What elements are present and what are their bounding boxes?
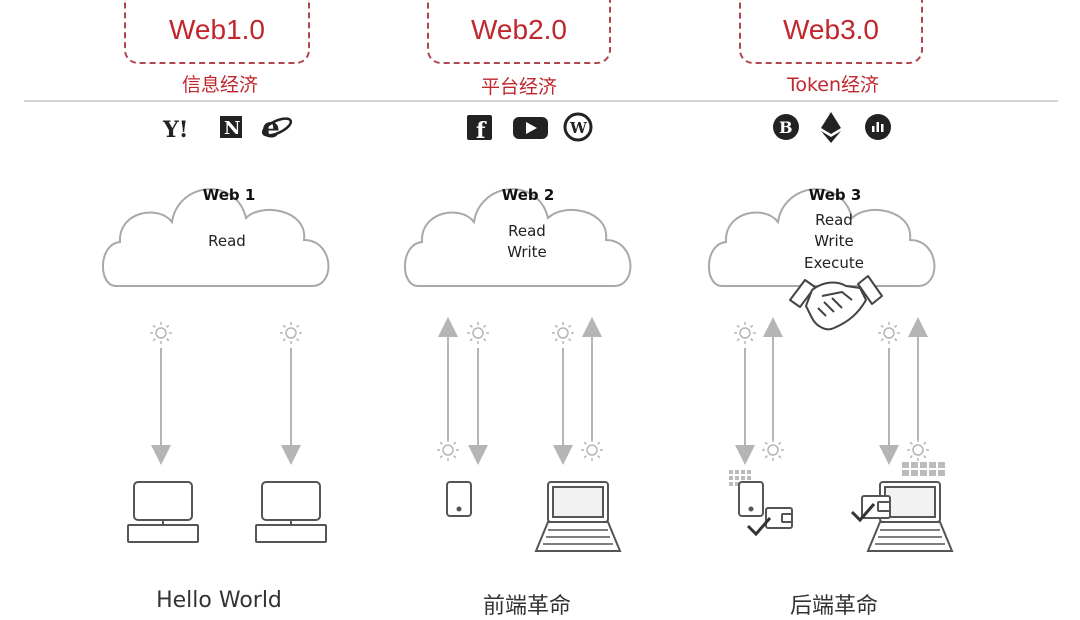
chart-token-icon <box>865 114 891 140</box>
desktop-computer-icon <box>255 481 327 543</box>
web2-era-box: Web2.0 <box>427 0 611 64</box>
signal-icon <box>149 321 173 345</box>
mobile-phone-icon <box>446 481 472 517</box>
signal-icon <box>877 321 901 345</box>
wordpress-glyph: W <box>569 119 588 137</box>
web1-era-label: Web1.0 <box>169 14 265 45</box>
web2-era-label: Web2.0 <box>471 14 567 45</box>
wallet-icon <box>765 507 793 529</box>
facebook-icon: f <box>467 115 492 144</box>
wallet-icon <box>861 495 891 519</box>
web3-era-box: Web3.0 <box>739 0 923 64</box>
diagram-canvas: Y! N e Web 1 Read f W <box>101 111 954 552</box>
signal-icon <box>551 321 575 345</box>
signal-icon <box>436 438 460 462</box>
signal-icon <box>761 438 785 462</box>
youtube-icon <box>513 117 548 139</box>
web2-cloud-title: Web 2 <box>502 186 555 204</box>
web3-cloud-title: Web 3 <box>809 186 862 204</box>
web1-era-box: Web1.0 <box>124 0 310 64</box>
web3-ability-read: Read <box>815 211 853 229</box>
web2-ability-write: Write <box>507 243 547 261</box>
signal-icon <box>580 438 604 462</box>
grid-pattern-icon <box>902 462 945 476</box>
signal-icon <box>466 321 490 345</box>
checkmark-icon <box>746 517 772 537</box>
web1-economy-label: 信息经济 <box>181 74 258 96</box>
signal-icon <box>906 438 930 462</box>
checkmark-icon <box>850 503 876 523</box>
web3-ability-execute: Execute <box>804 254 864 272</box>
web2-bottom-label: 前端革命 <box>482 594 571 619</box>
header-divider <box>24 100 1058 102</box>
facebook-glyph: f <box>476 118 487 144</box>
yahoo-icon: Y! <box>162 117 188 143</box>
signal-icon <box>733 321 757 345</box>
web3-economy-label: Token经济 <box>786 74 880 96</box>
yahoo-glyph: Y! <box>162 117 188 143</box>
laptop-icon <box>866 481 954 552</box>
laptop-icon <box>534 481 622 552</box>
netscape-icon: N <box>220 116 242 139</box>
ethereum-icon <box>821 112 841 143</box>
netscape-glyph: N <box>224 118 240 139</box>
mobile-phone-icon <box>738 481 764 517</box>
web3-bottom-label: 后端革命 <box>789 594 878 619</box>
web2-ability-read: Read <box>508 222 546 240</box>
web1-ability-read: Read <box>208 232 246 250</box>
bitcoin-icon: B <box>773 114 799 140</box>
internet-explorer-icon: e <box>261 111 293 144</box>
web1-bottom-label: Hello World <box>156 588 282 613</box>
bitcoin-glyph: B <box>779 118 793 137</box>
wordpress-icon: W <box>563 112 593 142</box>
web3-era-label: Web3.0 <box>783 14 879 45</box>
web1-cloud-title: Web 1 <box>203 186 256 204</box>
handshake-icon <box>789 275 883 331</box>
grid-pattern-icon <box>729 470 751 486</box>
signal-icon <box>279 321 303 345</box>
web3-ability-write: Write <box>814 232 854 250</box>
web2-economy-label: 平台经济 <box>480 76 557 98</box>
desktop-computer-icon <box>127 481 199 543</box>
